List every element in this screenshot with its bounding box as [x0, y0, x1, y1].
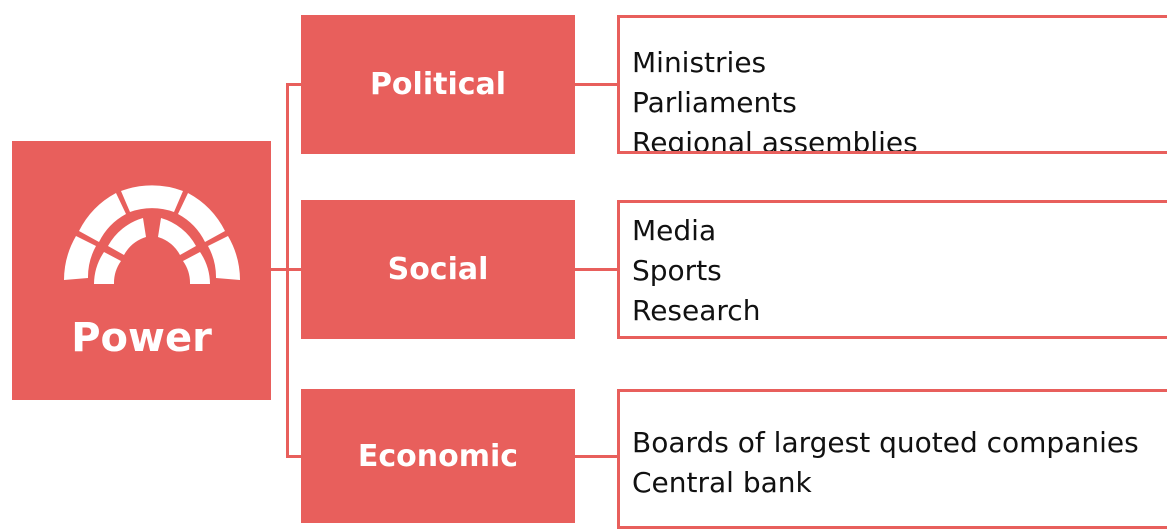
details-political: Ministries Parliaments Regional assembli…	[617, 15, 1167, 154]
branch-line-social	[286, 268, 301, 271]
detail-item: Regional assemblies	[632, 126, 918, 154]
detail-item: Boards of largest quoted companies	[632, 426, 1139, 459]
detail-item: Parliaments	[632, 86, 797, 119]
details-social: Media Sports Research	[617, 200, 1167, 339]
parliament-icon	[64, 185, 240, 284]
branch-line-economic	[286, 455, 301, 458]
detail-item: Sports	[632, 254, 722, 287]
category-label: Social	[387, 252, 489, 287]
root-connector-line	[271, 268, 288, 271]
detail-line-social	[575, 268, 617, 271]
category-label: Political	[369, 67, 507, 102]
details-economic: Boards of largest quoted companies Centr…	[617, 389, 1167, 529]
detail-item: Media	[632, 214, 717, 247]
category-economic: Economic	[301, 389, 575, 523]
detail-line-economic	[575, 455, 617, 458]
detail-item: Research	[632, 294, 761, 327]
power-node: Power	[12, 141, 271, 400]
category-political: Political	[301, 15, 575, 154]
detail-item: Central bank	[632, 466, 812, 499]
detail-line-political	[575, 83, 617, 86]
branch-line-political	[286, 83, 301, 86]
detail-item: Ministries	[632, 46, 767, 79]
category-social: Social	[301, 200, 575, 339]
power-label: Power	[71, 315, 212, 361]
category-label: Economic	[357, 438, 519, 474]
